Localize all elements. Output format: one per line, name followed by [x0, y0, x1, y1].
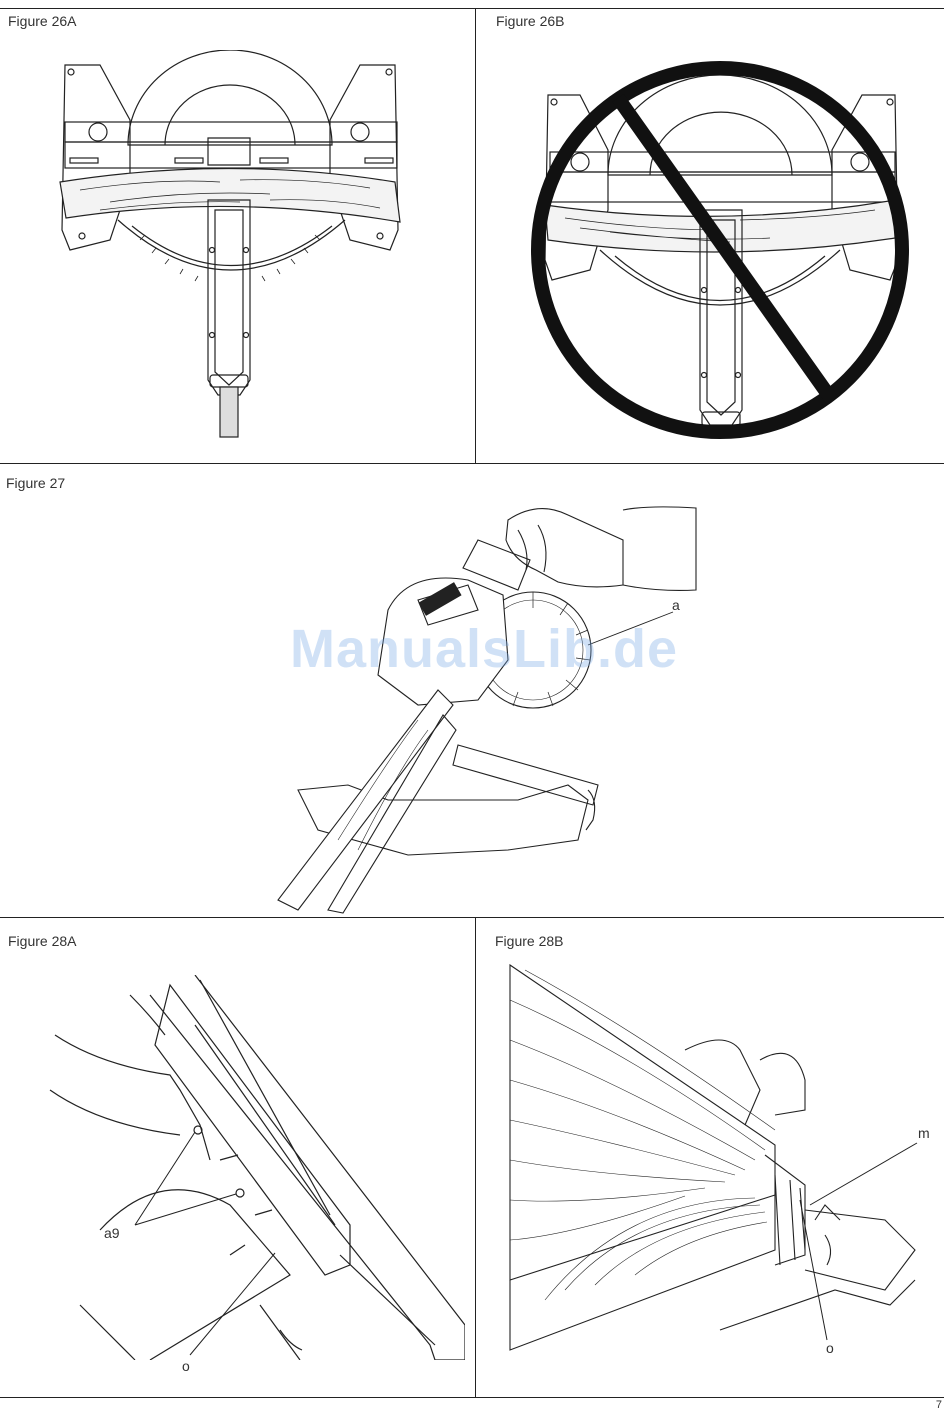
figure-28a-callout-o: o [182, 1358, 190, 1374]
figure-28a-illustration [40, 975, 465, 1360]
figure-26a-illustration [40, 50, 420, 445]
figure-28a-callout-a9: a9 [104, 1225, 120, 1241]
figure-27-illustration [268, 500, 698, 915]
figure-27-caption: Figure 27 [6, 475, 65, 491]
figure-26b-illustration [520, 60, 920, 445]
figure-27-callout-a: a [672, 597, 680, 613]
figure-26a-caption: Figure 26A [8, 13, 76, 29]
figure-28a-caption: Figure 28A [8, 933, 76, 949]
top-rule [0, 8, 944, 9]
figure-26b-caption: Figure 26B [496, 13, 564, 29]
row1-divider [475, 8, 476, 463]
row1-bottom-rule [0, 463, 944, 464]
figure-28b-callout-m: m [918, 1125, 930, 1141]
manualslib-watermark: ManualsLib.de [290, 618, 678, 680]
figure-28b-callout-o: o [826, 1340, 834, 1356]
figure-28b-illustration [505, 960, 920, 1360]
row3-divider [475, 917, 476, 1397]
figure-28b-caption: Figure 28B [495, 933, 563, 949]
page-number: 7 [936, 1399, 942, 1411]
bottom-rule [0, 1397, 944, 1398]
row2-bottom-rule [0, 917, 944, 918]
